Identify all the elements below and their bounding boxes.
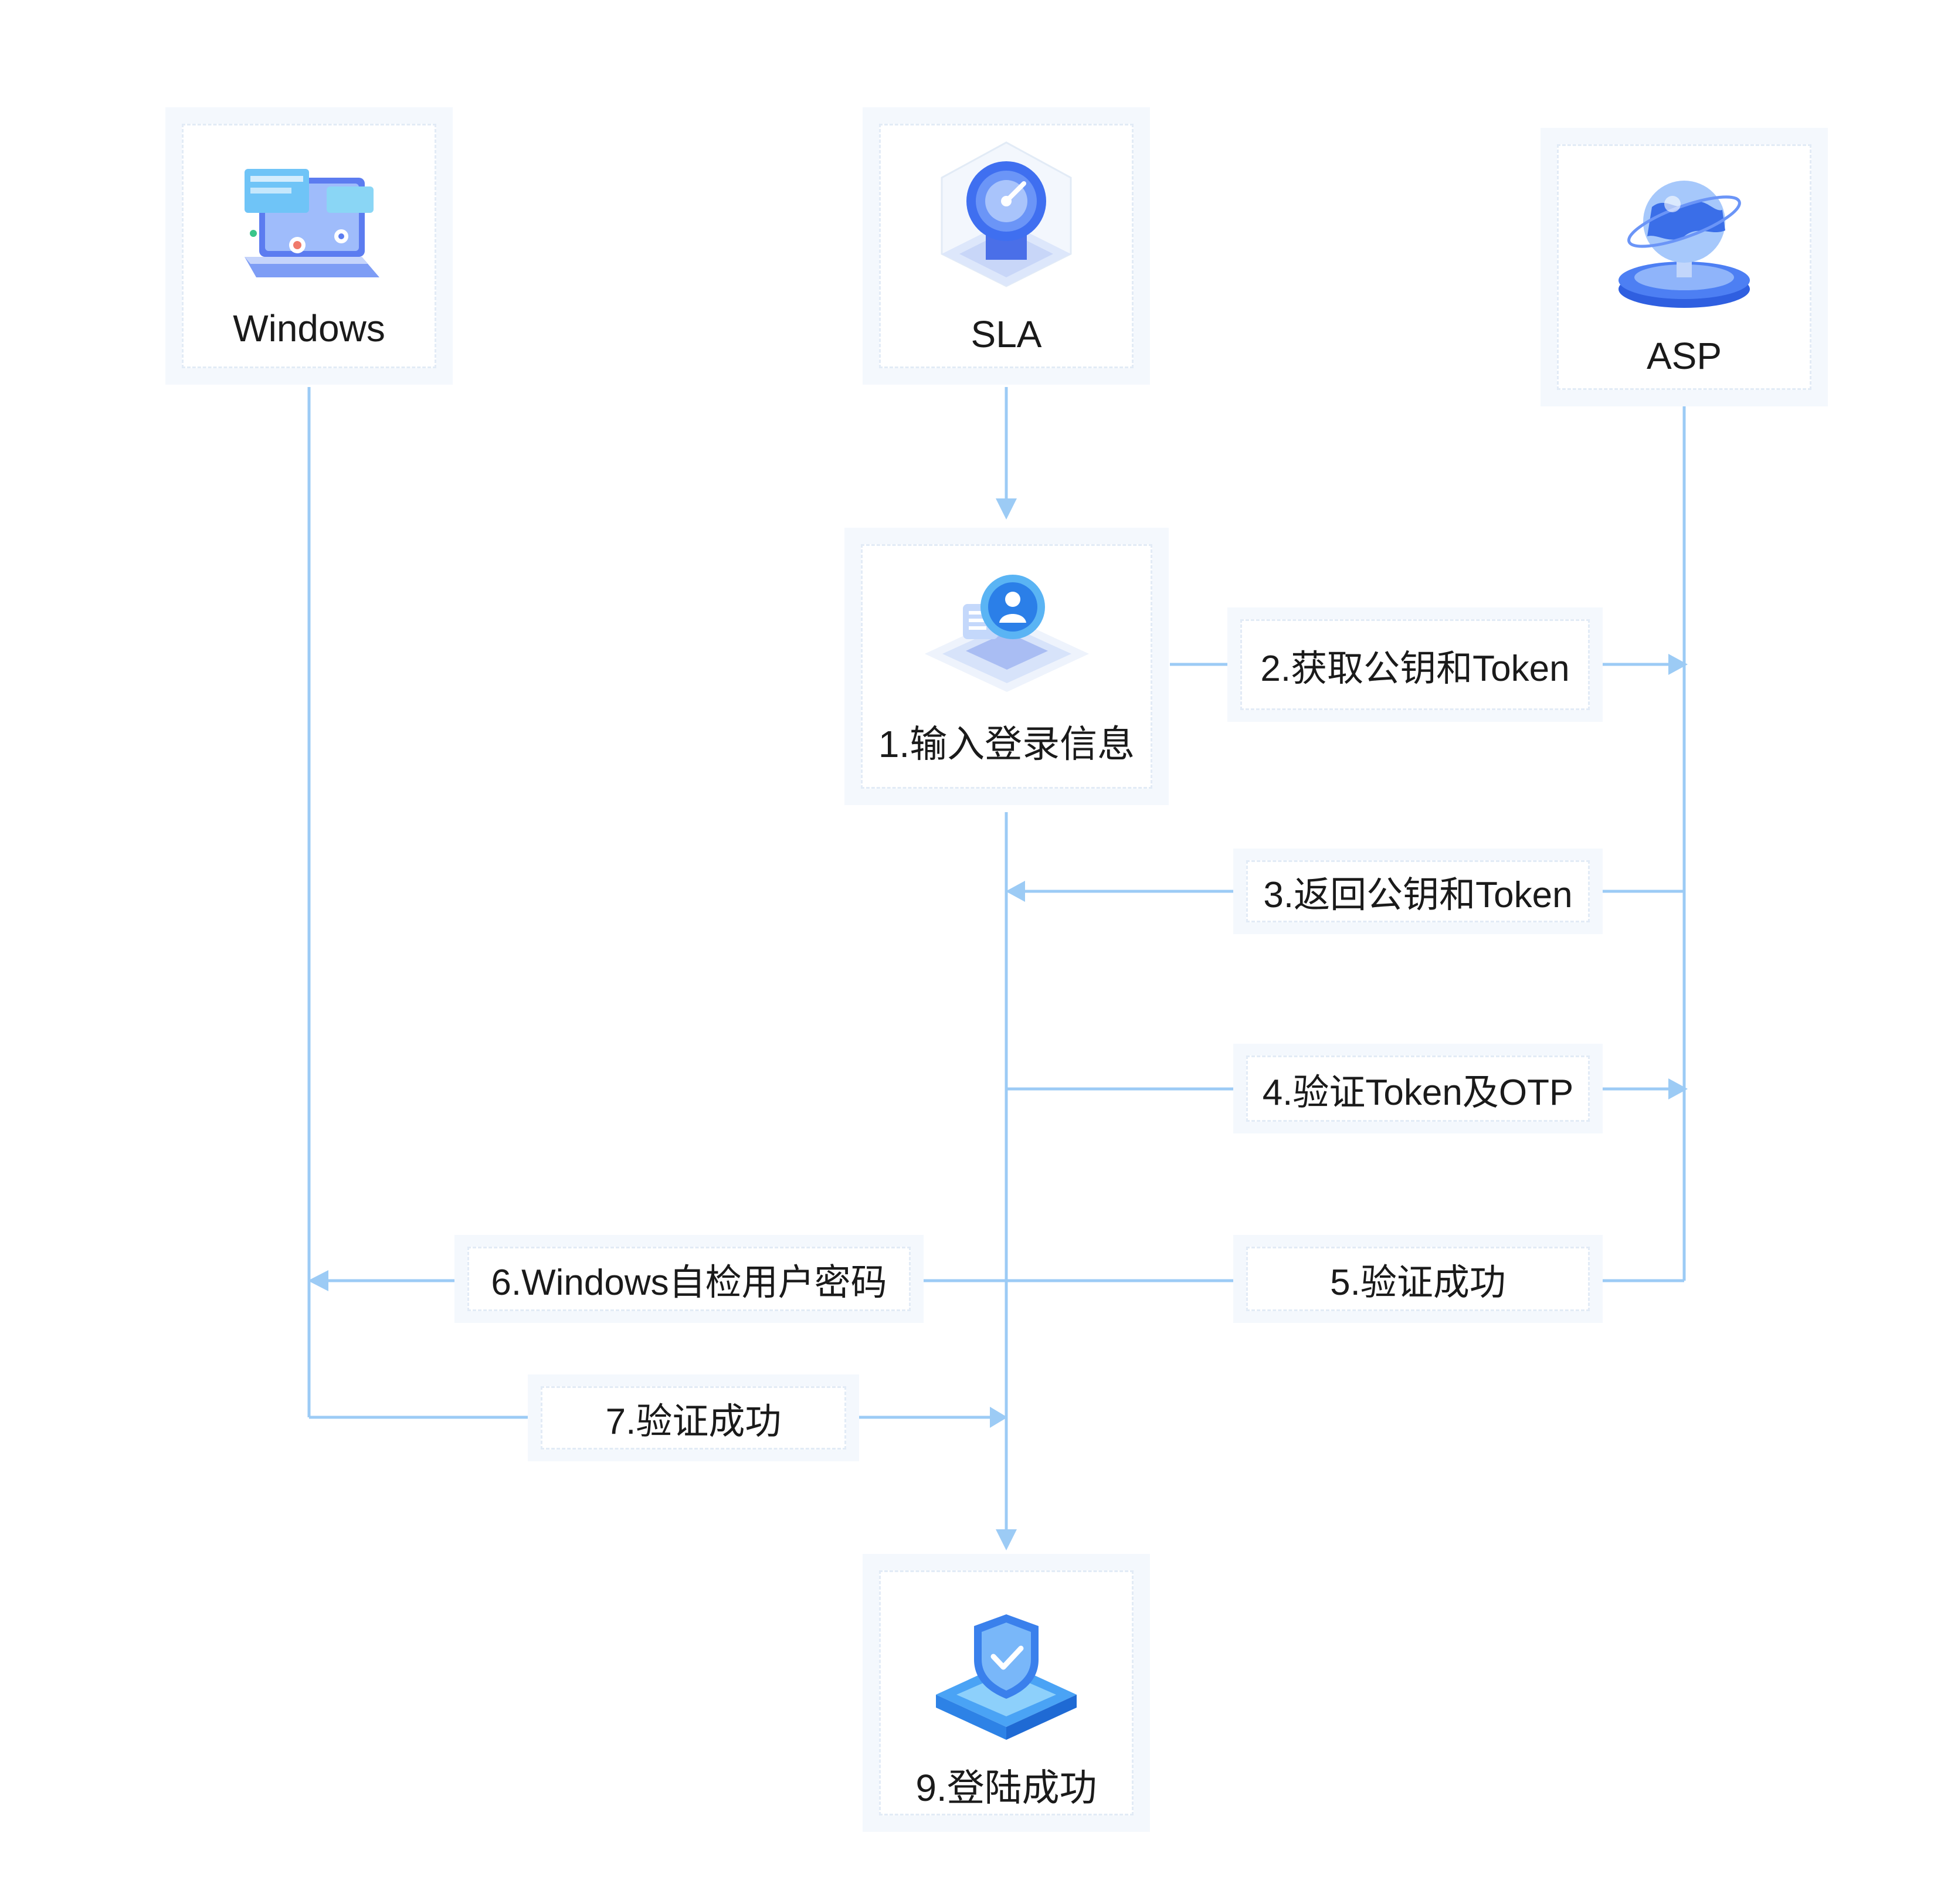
arrowhead-msg4 — [1668, 1078, 1688, 1099]
user-card-icon — [925, 575, 1089, 692]
asp-label: ASP — [1646, 335, 1722, 377]
windows-label: Windows — [233, 307, 385, 349]
msg7-label-box: 7.验证成功 — [528, 1374, 859, 1461]
msg2-label: 2.获取公钥和Token — [1260, 648, 1570, 689]
msg6-label: 6.Windows自检用户密码 — [491, 1262, 887, 1303]
input-login-node: 1.输入登录信息 — [844, 528, 1169, 805]
arrowhead-msg6 — [308, 1270, 328, 1291]
input-login-label: 1.输入登录信息 — [878, 723, 1135, 765]
arrowhead-msg3 — [1006, 881, 1025, 902]
laptop-icon — [245, 169, 379, 277]
sla-label: SLA — [971, 313, 1042, 355]
windows-node: Windows — [165, 107, 453, 385]
msg6-label-box: 6.Windows自检用户密码 — [454, 1235, 924, 1323]
msg7-label: 7.验证成功 — [605, 1401, 782, 1442]
login-success-node: 9.登陆成功 — [863, 1554, 1150, 1832]
arrowhead-msg2 — [1668, 654, 1688, 675]
globe-icon — [1619, 181, 1750, 308]
login-success-label: 9.登陆成功 — [915, 1767, 1097, 1809]
msg5-label-box: 5.验证成功 — [1233, 1235, 1603, 1323]
asp-node: ASP — [1541, 128, 1828, 406]
msg2-label-box: 2.获取公钥和Token — [1227, 607, 1603, 722]
msg5-label: 5.验证成功 — [1330, 1262, 1506, 1303]
sla-node: SLA — [863, 107, 1150, 385]
shield-icon — [936, 1614, 1077, 1740]
msg4-label: 4.验证Token及OTP — [1262, 1072, 1574, 1113]
msg3-label: 3.返回公钥和Token — [1263, 875, 1573, 915]
msg4-label-box: 4.验证Token及OTP — [1233, 1044, 1603, 1133]
dial-icon — [941, 141, 1072, 287]
msg3-label-box: 3.返回公钥和Token — [1233, 849, 1603, 934]
arrowhead-msg7 — [990, 1407, 1007, 1428]
arrowhead-success — [996, 1529, 1017, 1550]
arrowhead-sla-input — [996, 498, 1017, 520]
